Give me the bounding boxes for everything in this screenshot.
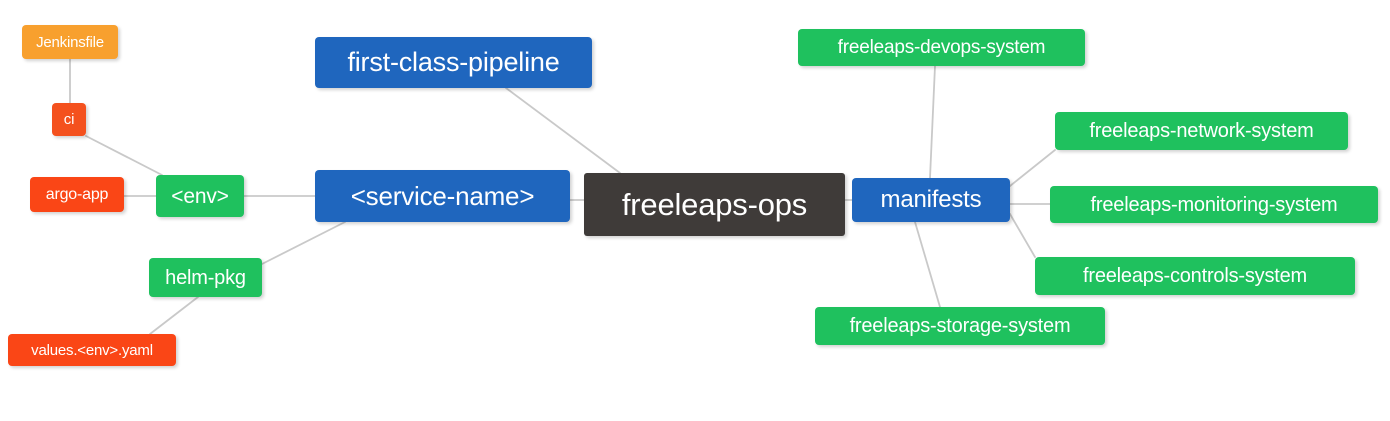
node-label-jenkinsfile: Jenkinsfile [36, 33, 104, 51]
node-ci[interactable]: ci [52, 103, 86, 136]
node-service-name[interactable]: <service-name> [315, 170, 570, 222]
node-env[interactable]: <env> [156, 175, 244, 217]
node-label-manifests: manifests [880, 186, 982, 213]
node-monitoring-system[interactable]: freeleaps-monitoring-system [1050, 186, 1378, 223]
node-label-ci: ci [63, 111, 75, 128]
node-freeleaps-ops[interactable]: freeleaps-ops [584, 173, 845, 236]
node-jenkinsfile[interactable]: Jenkinsfile [22, 25, 118, 59]
node-label-helm-pkg: helm-pkg [165, 266, 246, 289]
node-label-devops-system: freeleaps-devops-system [837, 37, 1046, 58]
node-helm-pkg[interactable]: helm-pkg [149, 258, 262, 297]
node-first-class-pipeline[interactable]: first-class-pipeline [315, 37, 592, 88]
edge-storage-system-to-manifests [914, 221, 941, 308]
node-storage-system[interactable]: freeleaps-storage-system [815, 307, 1105, 345]
node-label-storage-system: freeleaps-storage-system [849, 315, 1071, 337]
node-manifests[interactable]: manifests [852, 178, 1010, 222]
edge-network-system-to-manifests [1009, 149, 1056, 187]
edge-values-yaml-to-helm-pkg [149, 296, 199, 335]
edge-devops-system-to-manifests [929, 65, 936, 179]
node-label-argo-app: argo-app [45, 185, 109, 203]
edge-first-class-pipeline-to-freeleaps-ops [505, 87, 621, 174]
node-devops-system[interactable]: freeleaps-devops-system [798, 29, 1085, 66]
node-label-network-system: freeleaps-network-system [1089, 120, 1314, 142]
node-label-first-class-pipeline: first-class-pipeline [347, 47, 560, 77]
edge-ci-to-env [85, 135, 163, 176]
node-label-service-name: <service-name> [350, 181, 535, 211]
node-label-monitoring-system: freeleaps-monitoring-system [1090, 193, 1338, 216]
node-argo-app[interactable]: argo-app [30, 177, 124, 212]
node-label-values-yaml: values.<env>.yaml [31, 341, 153, 359]
edge-helm-pkg-to-service-name [261, 221, 346, 265]
node-controls-system[interactable]: freeleaps-controls-system [1035, 257, 1355, 295]
node-network-system[interactable]: freeleaps-network-system [1055, 112, 1348, 150]
edge-controls-system-to-manifests [1009, 213, 1036, 258]
node-label-controls-system: freeleaps-controls-system [1083, 265, 1307, 287]
node-label-freeleaps-ops: freeleaps-ops [621, 187, 808, 222]
node-label-env: <env> [171, 184, 229, 208]
node-values-yaml[interactable]: values.<env>.yaml [8, 334, 176, 366]
